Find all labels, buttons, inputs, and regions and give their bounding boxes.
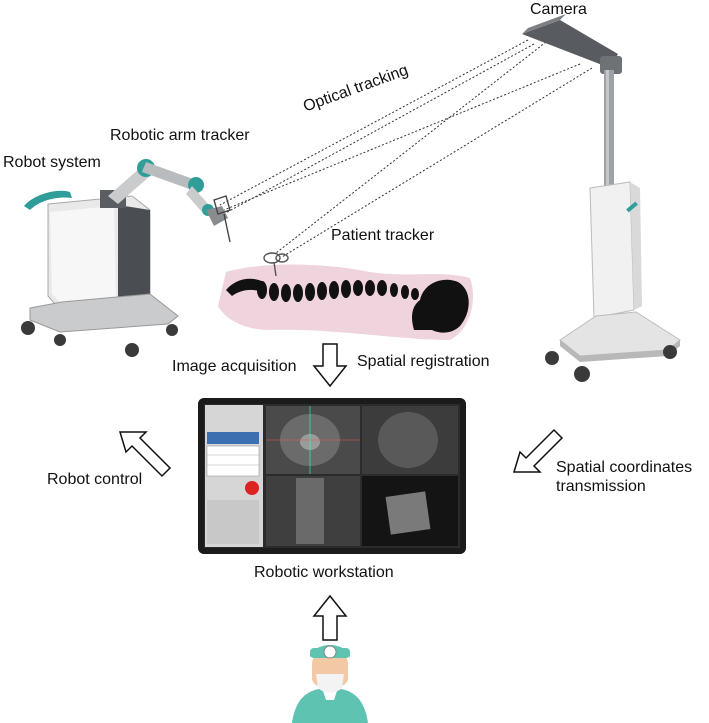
robot-system-label: Robot system: [3, 154, 101, 171]
image-acquisition-label: Image acquisition: [172, 358, 297, 375]
patient-tracker: [263, 252, 289, 277]
arrow-down-icon: [312, 343, 348, 388]
robot-control-label: Robot control: [47, 471, 143, 488]
patient-spine-illustration: [218, 264, 474, 340]
arrow-upleft-icon: [118, 431, 172, 478]
camera-stand: [522, 14, 681, 382]
surgeon-icon: [292, 645, 368, 723]
robot-system: [21, 159, 231, 357]
spatial-coordinates-line1: Spatial coordinates: [556, 459, 693, 476]
robotic-workstation-label: Robotic workstation: [254, 564, 394, 581]
spatial-registration-label: Spatial registration: [357, 353, 490, 370]
spatial-coordinates-line2: transmission: [556, 478, 646, 495]
camera-label: Camera: [530, 1, 587, 18]
arrow-up-icon: [312, 594, 348, 641]
patient-tracker-label: Patient tracker: [331, 227, 435, 244]
workstation-monitor: [198, 398, 466, 554]
optical-tracking-rays: [219, 39, 593, 258]
arrow-downleft-icon: [512, 428, 564, 473]
robotic-arm-tracker-label: Robotic arm tracker: [110, 127, 250, 144]
spatial-coordinates-label: Spatial coordinates transmission: [556, 458, 692, 496]
